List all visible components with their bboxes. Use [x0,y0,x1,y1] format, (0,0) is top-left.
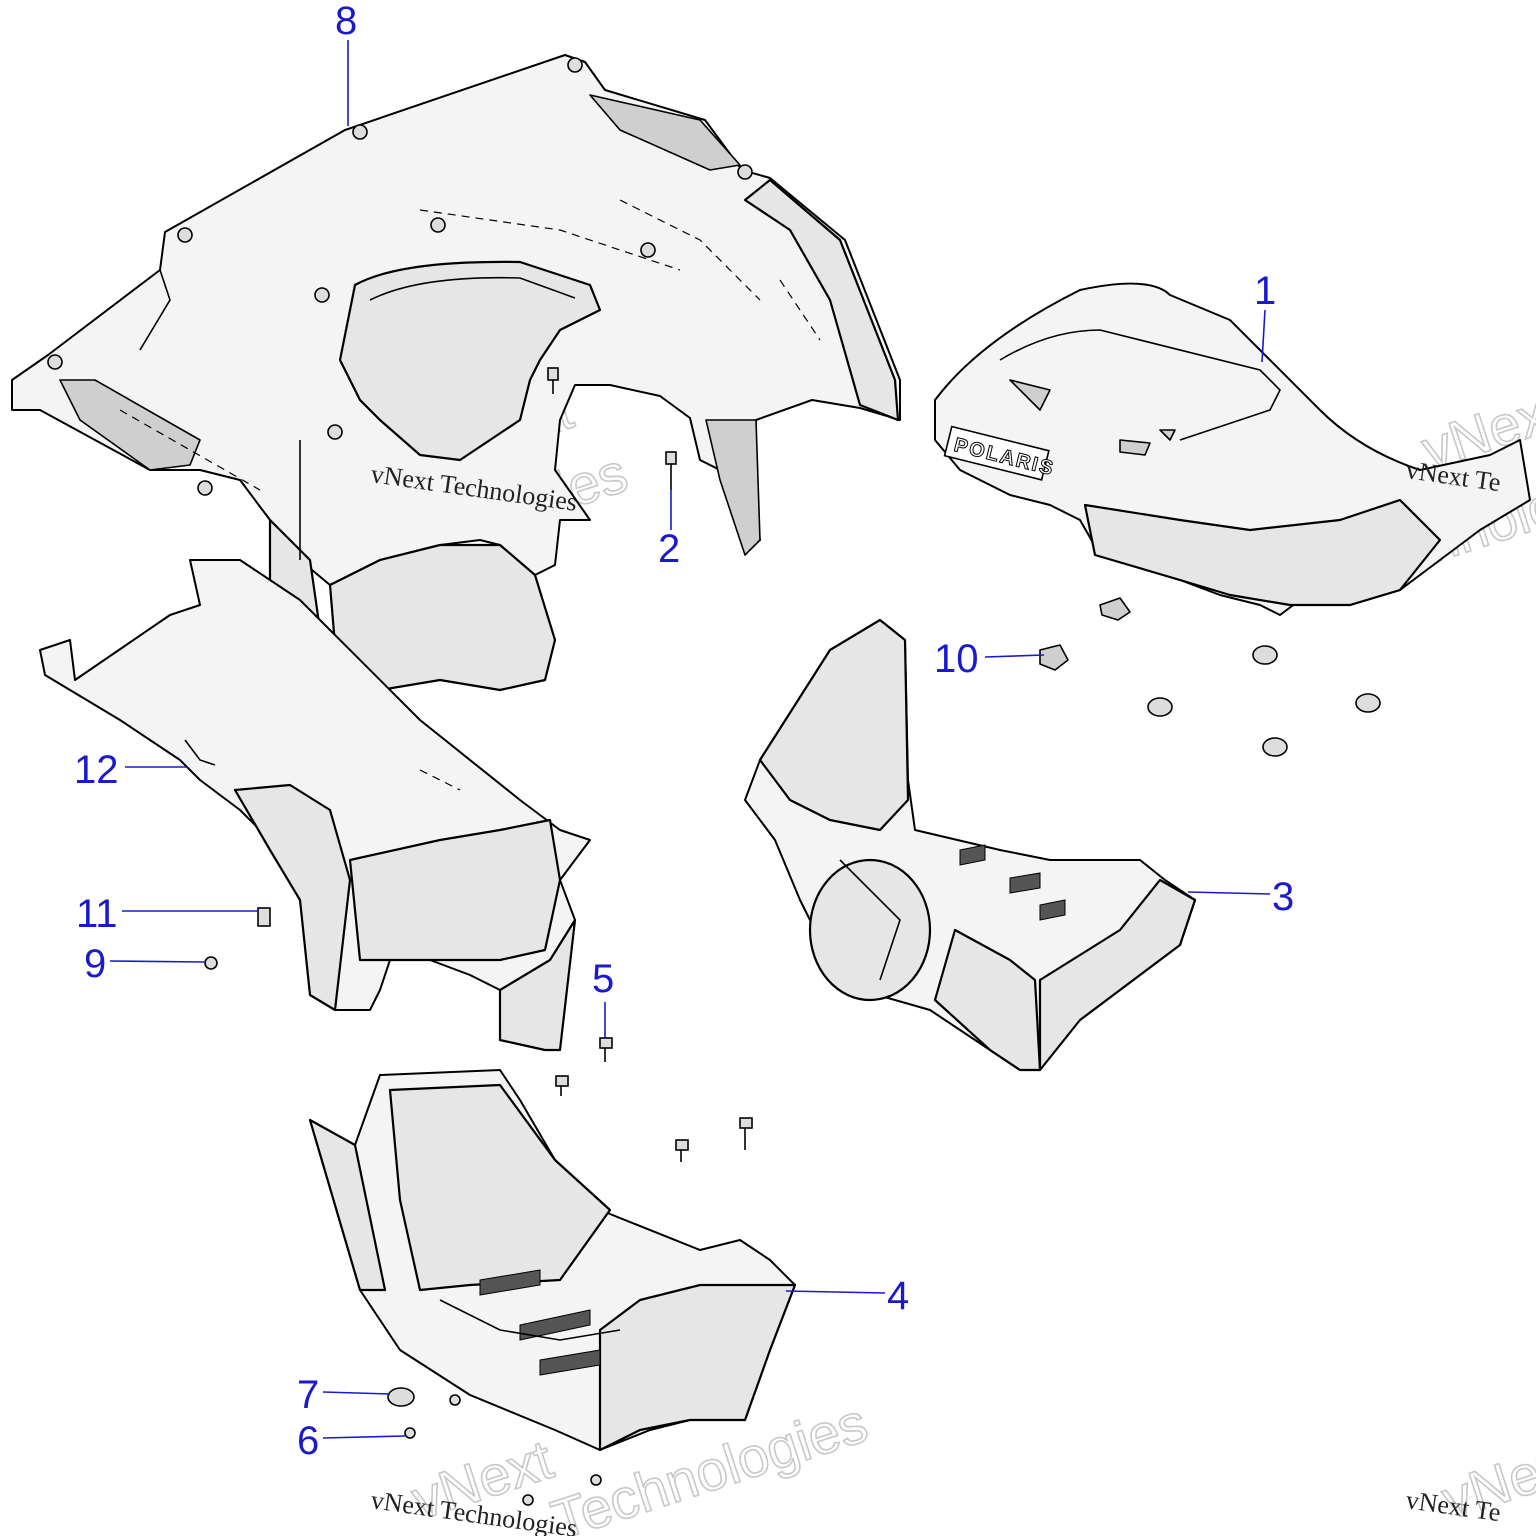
callout-11: 11 [76,892,118,936]
leader-9 [109,960,206,963]
part-7-plug [387,1387,415,1407]
leader-4 [785,1290,886,1294]
leader-7 [322,1391,391,1395]
part-8-mounting-bosses [47,57,753,496]
callout-6: 6 [297,1419,319,1463]
part-1-seat: POLARIS [934,282,1531,616]
nut-extra-c [590,1474,602,1486]
leader-lines [109,40,1271,1439]
callout-1: 1 [1254,269,1276,313]
callout-7: 7 [297,1373,319,1417]
part-10-grommet [1039,644,1069,671]
loose-screw-a [547,367,559,394]
callout-4: 4 [887,1274,909,1318]
loose-screw-b [555,1075,569,1096]
leader-10 [984,654,1045,658]
leader-6 [322,1435,406,1439]
part-9-screw [204,956,218,970]
loose-screw-c [675,1139,689,1162]
part-11-clip [257,907,271,927]
callout-3: 3 [1272,875,1294,919]
callout-9: 9 [84,942,106,986]
nut-extra-b [522,1494,534,1506]
callout-12: 12 [74,748,119,792]
leader-3 [1187,891,1271,895]
callout-5: 5 [592,957,614,1001]
leader-1 [1261,309,1266,363]
callout-10: 10 [934,637,979,681]
part-4-left-footwell [308,1037,797,1506]
loose-screw-d [739,1117,753,1150]
callout-labels: 8 1 2 10 3 12 11 9 5 4 7 6 [74,0,1294,1463]
seat-bumper-grommets [1099,597,1381,757]
callout-8: 8 [335,0,357,43]
part-3-right-footwell [744,618,1197,1072]
part-12-side-panel [39,559,591,1052]
part-6-nut [404,1427,416,1439]
callout-2: 2 [658,527,680,571]
part-2-screw [665,451,677,490]
part-8-front-cab-panel [11,54,901,712]
nut-extra-a [449,1394,461,1406]
part-5-screw [599,1037,613,1062]
